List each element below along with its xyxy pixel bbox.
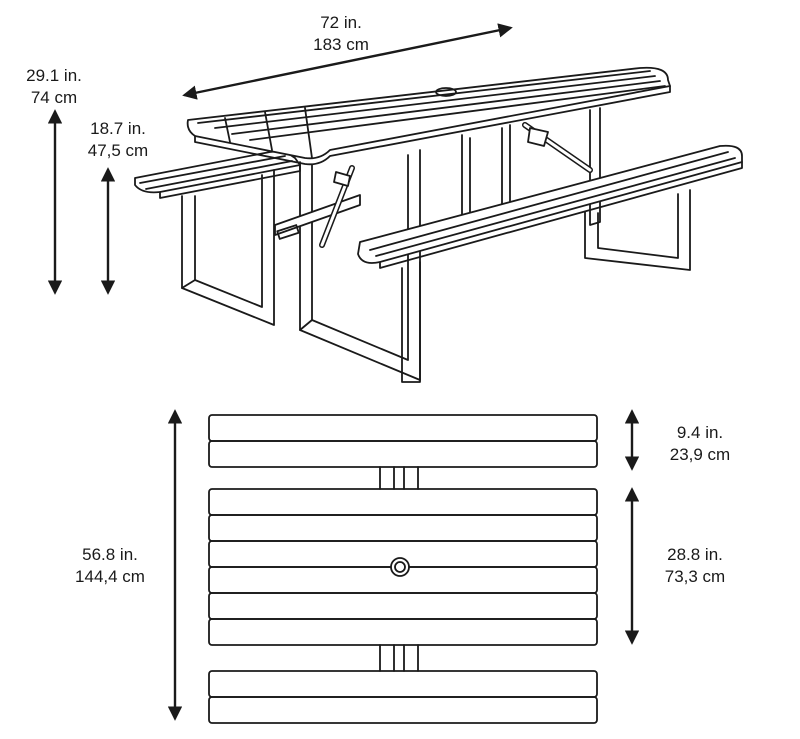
top-view-lower-bench — [208, 670, 598, 724]
top-view-tabletop — [208, 488, 598, 646]
seat-height-label: 18.7 in. 47,5 cm — [68, 118, 168, 162]
table-height-label: 29.1 in. 74 cm — [0, 65, 108, 109]
table-top-view — [208, 414, 598, 724]
bench-width-label: 9.4 in. 23,9 cm — [645, 422, 755, 466]
dimension-arrows — [47, 23, 640, 721]
tabletop-width-label: 28.8 in. 73,3 cm — [640, 544, 750, 588]
length-metric: 183 cm — [313, 35, 369, 54]
tabletop — [186, 66, 671, 166]
bench-width-metric: 23,9 cm — [669, 445, 731, 464]
table-height-metric: 74 cm — [30, 88, 78, 107]
tabletop-width-imperial: 28.8 in. — [667, 545, 723, 564]
bench-width-imperial: 9.4 in. — [676, 423, 724, 442]
length-arrow — [182, 23, 513, 100]
table-perspective-view — [134, 66, 743, 383]
tabletop-width-metric: 73,3 cm — [664, 567, 726, 586]
table-height-imperial: 29.1 in. — [26, 66, 82, 85]
umbrella-hole-icon — [390, 557, 410, 577]
overall-width-imperial: 56.8 in. — [82, 545, 138, 564]
top-view-lower-connector — [379, 644, 419, 672]
top-view-upper-bench — [208, 414, 598, 468]
top-view-upper-connector — [379, 466, 419, 490]
seat-height-metric: 47,5 cm — [87, 141, 149, 160]
left-bench — [134, 150, 301, 326]
right-bench — [357, 144, 743, 383]
overall-width-label: 56.8 in. 144,4 cm — [55, 544, 165, 588]
table-front-leg — [274, 122, 593, 381]
length-label: 72 in. 183 cm — [286, 12, 396, 56]
overall-width-metric: 144,4 cm — [75, 567, 145, 586]
seat-height-imperial: 18.7 in. — [90, 119, 146, 138]
length-imperial: 72 in. — [320, 13, 362, 32]
